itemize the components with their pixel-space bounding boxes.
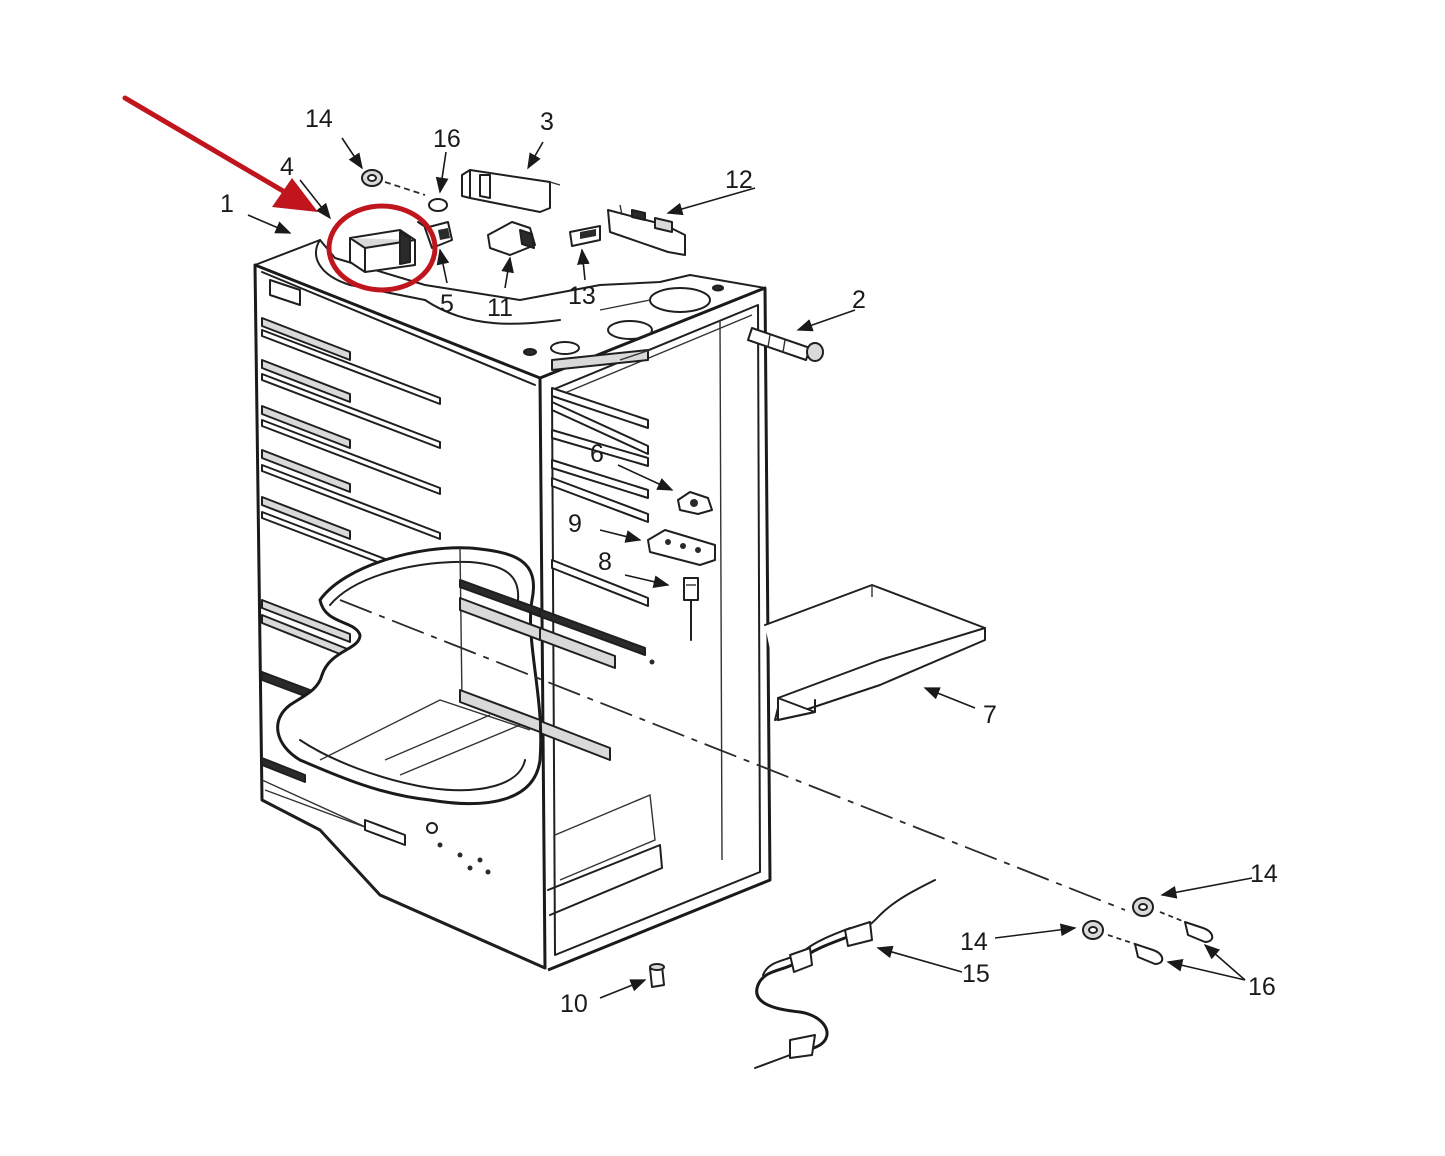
callout-4: 4 [280,153,294,181]
screw-holes [426,659,655,875]
callout-2: 2 [852,286,866,314]
part-7-shelf-panel [764,584,986,721]
callout-9: 9 [568,510,582,538]
callout-12: 12 [725,166,753,194]
part-13-connector [569,225,601,247]
part-14-16-top-fasteners [361,169,448,212]
callout-14-top: 14 [305,105,333,133]
highlight-circle [326,203,438,293]
part-2-bolt [747,327,824,362]
assembly-axis-line [339,599,1126,911]
callout-10: 10 [560,990,588,1018]
callout-8: 8 [598,548,612,576]
part-4-component [349,229,416,273]
part-8-sensor [683,577,699,641]
callout-5: 5 [440,290,454,318]
part-6-knob [677,491,713,515]
callout-11: 11 [487,294,513,322]
highlight-arrow [122,95,298,201]
callout-16-right: 16 [1248,973,1276,1001]
part-14-16-right-fasteners [1082,897,1214,965]
part-15-tube-assembly [754,879,936,1069]
cutaway-region [276,546,543,806]
callout-15: 15 [962,960,990,988]
callout-14-right-lower: 14 [960,928,988,956]
part-11-clip [487,221,536,256]
callout-16-top: 16 [433,125,461,153]
callout-7: 7 [983,701,997,729]
part-9-module [647,529,716,566]
leader-lines [247,137,1253,999]
part-3-bracket [461,169,561,213]
callout-labels: 1 2 3 4 5 6 7 8 9 10 11 12 13 14 14 14 1… [220,105,1278,1018]
callout-6: 6 [590,440,604,468]
callout-13: 13 [568,282,596,310]
callout-3: 3 [540,108,554,136]
part-10-plug [649,963,665,988]
callout-1: 1 [220,190,234,218]
right-wall-shelf-rails [551,349,651,607]
left-wall-shelf-rails [261,317,441,846]
part-12-control-housing [607,204,686,256]
highlight-arrow-head [272,178,318,212]
highlight-marker [122,95,438,293]
callout-14-right-upper: 14 [1250,860,1278,888]
